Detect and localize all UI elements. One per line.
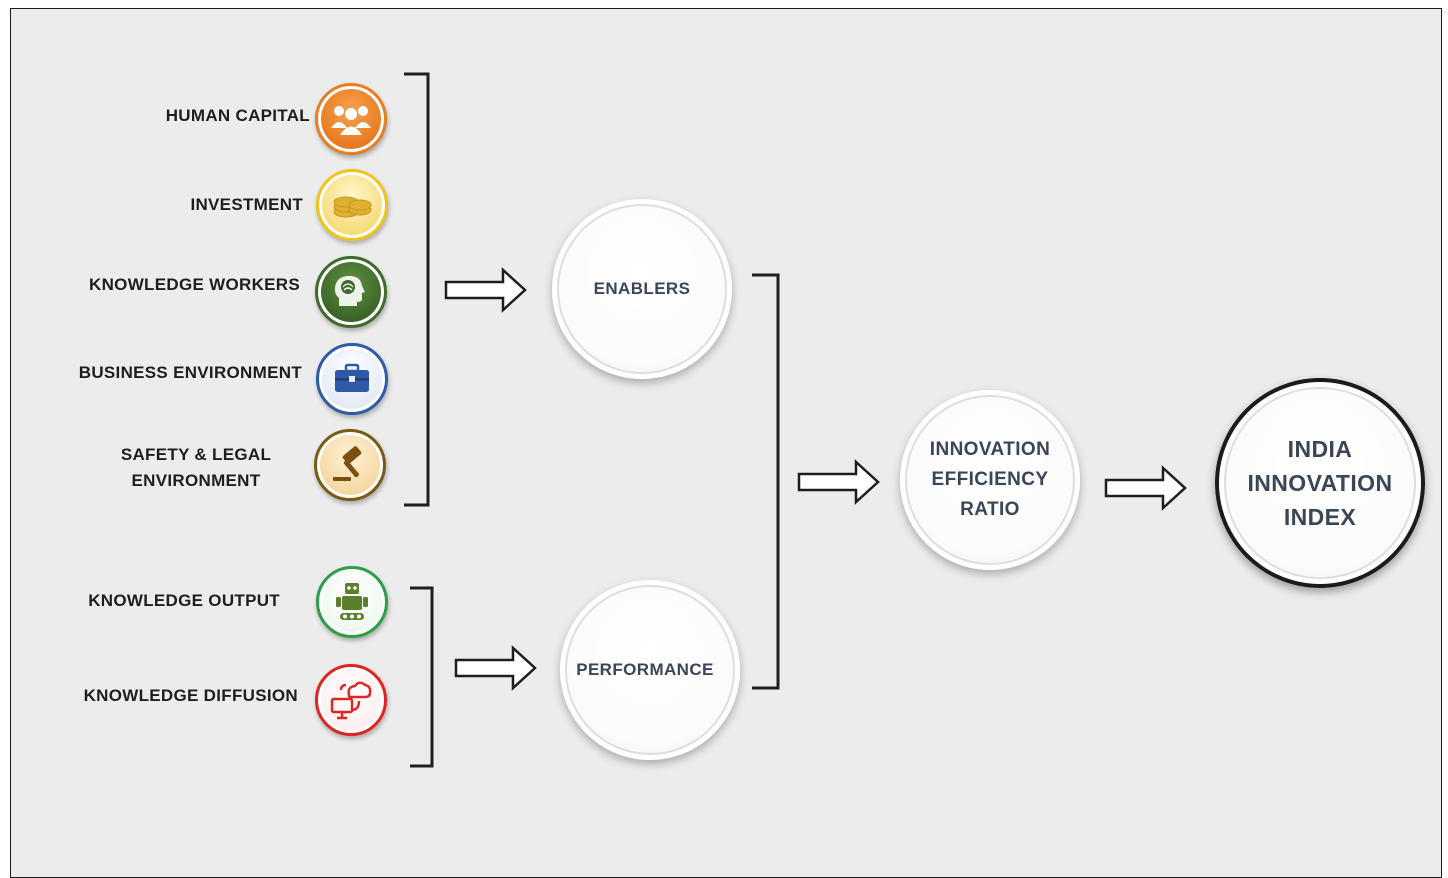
investment-icon-badge: [316, 169, 388, 241]
ratio-node-line2: EFFICIENCY: [931, 469, 1049, 490]
factor-label-business-environment: BUSINESS ENVIRONMENT: [78, 363, 302, 382]
index-node-line1: INDIA: [1287, 436, 1353, 462]
knowledge-diffusion-icon-badge: [315, 664, 387, 736]
briefcase-icon: [322, 349, 382, 409]
factor-label-safety-legal: SAFETY & LEGAL ENVIRONMENT: [112, 442, 280, 494]
knowledge-output-icon-badge: [316, 566, 388, 638]
robot-icon: [322, 572, 382, 632]
factor-label-investment: INVESTMENT: [190, 195, 303, 214]
index-node: INDIA INNOVATION INDEX: [1215, 378, 1425, 588]
factor-label-knowledge-workers: KNOWLEDGE WORKERS: [89, 275, 300, 294]
performance-bracket: [410, 586, 434, 768]
arrow-performance: [454, 645, 537, 691]
arrow-enablers: [444, 267, 527, 313]
ratio-node-line3: RATIO: [960, 499, 1020, 520]
enablers-node-label: ENABLERS: [593, 279, 691, 298]
ratio-node: INNOVATION EFFICIENCY RATIO: [900, 390, 1080, 570]
index-node-line2: INNOVATION: [1247, 470, 1393, 496]
factor-label-safety-legal-line1: SAFETY & LEGAL: [120, 445, 272, 464]
arrow-index: [1104, 465, 1187, 511]
arrow-ratio: [797, 459, 880, 505]
index-node-label: INDIA INNOVATION INDEX: [1248, 432, 1393, 534]
factor-label-human-capital: HUMAN CAPITAL: [165, 106, 310, 125]
gavel-icon: [320, 435, 380, 495]
factor-label-knowledge-diffusion: KNOWLEDGE DIFFUSION: [83, 686, 298, 705]
index-node-line3: INDEX: [1283, 504, 1357, 530]
enablers-bracket: [404, 72, 430, 507]
performance-node: PERFORMANCE: [560, 580, 740, 760]
business-environment-icon-badge: [316, 343, 388, 415]
human-capital-icon-badge: [315, 83, 387, 155]
merge-bracket: [752, 273, 780, 690]
knowledge-workers-icon-badge: [315, 256, 387, 328]
people-group-icon: [321, 89, 381, 149]
factor-label-knowledge-output: KNOWLEDGE OUTPUT: [88, 591, 280, 610]
safety-legal-icon-badge: [314, 429, 386, 501]
brain-head-icon: [321, 262, 381, 322]
performance-node-label: PERFORMANCE: [576, 660, 714, 679]
enablers-node: ENABLERS: [552, 199, 732, 379]
diagram-canvas: [10, 8, 1442, 878]
coins-icon: [322, 175, 382, 235]
ratio-node-label: INNOVATION EFFICIENCY RATIO: [930, 435, 1050, 525]
ratio-node-line1: INNOVATION: [929, 439, 1051, 460]
factor-label-safety-legal-line2: ENVIRONMENT: [131, 471, 261, 490]
cloud-computer-icon: [321, 670, 381, 730]
